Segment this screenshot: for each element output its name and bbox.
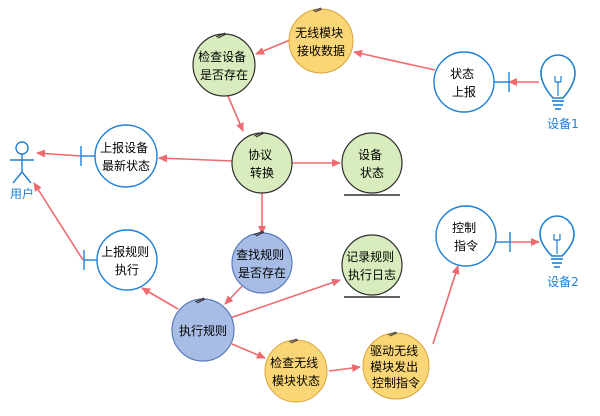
record-log-line2: 执行日志 — [348, 268, 396, 282]
report-latest-line2: 最新状态 — [102, 158, 150, 173]
wireless-receive-node: 无线模块 接收数据 — [288, 7, 354, 74]
device-state-node: 设备 状态 — [341, 132, 403, 196]
control-cmd-line1: 控制 — [452, 221, 476, 235]
svg-text:设备 状态: 设备 状态 — [358, 148, 386, 180]
arrow-report-to-user — [36, 149, 82, 158]
user-label: 用户 — [10, 186, 34, 201]
find-rule-node: 查找规则 是否存在 — [231, 230, 293, 294]
status-report-boundary: 状态 上报 — [433, 51, 510, 113]
svg-text:协议 转换: 协议 转换 — [248, 147, 276, 180]
svg-text:上报设备 最新状态: 上报设备 最新状态 — [100, 140, 152, 173]
arrow-execute-to-checkwireless — [231, 343, 266, 359]
svg-text:查找规则 是否存在: 查找规则 是否存在 — [236, 247, 288, 280]
record-log-line1: 记录规则 — [346, 249, 394, 264]
find-rule-line1: 查找规则 — [236, 247, 284, 262]
arrow-wireless-to-check — [255, 39, 291, 55]
protocol-convert-line2: 转换 — [250, 165, 274, 180]
execute-rule-node: 执行规则 — [171, 297, 235, 362]
report-latest-line1: 上报设备 — [100, 140, 148, 155]
arrow-reportrule-to-user — [33, 182, 84, 261]
protocol-convert-node: 协议 转换 — [231, 131, 293, 194]
device2-actor: 设备2 — [539, 215, 579, 289]
drive-wireless-node: 驱动无线 模块发出 控制指令 — [362, 331, 430, 400]
check-wireless-line1: 检查无线 — [270, 355, 318, 370]
wireless-receive-line2: 接收数据 — [297, 43, 345, 58]
stick-figure-icon — [10, 141, 34, 184]
report-rule-boundary: 上报规则 执行 — [83, 229, 158, 291]
svg-text:驱动无线 模块发出 控制指令: 驱动无线 模块发出 控制指令 — [370, 344, 422, 390]
check-device-node: 检查设备 是否存在 — [192, 32, 256, 97]
lightbulb-icon — [540, 54, 576, 110]
protocol-convert-line1: 协议 — [248, 147, 272, 162]
device1-actor: 设备1 — [540, 54, 579, 131]
lightbulb-icon — [539, 215, 575, 268]
control-cmd-line2: 指令 — [454, 238, 478, 253]
device-state-line2: 状态 — [360, 166, 384, 180]
arrow-execute-to-log — [229, 278, 341, 319]
arrow-status-to-wireless — [353, 49, 436, 71]
arrow-check-to-protocol — [227, 95, 244, 132]
arrow-execute-to-reportrule — [141, 287, 179, 310]
drive-wireless-line1: 驱动无线 — [370, 344, 418, 358]
svg-text:检查设备 是否存在: 检查设备 是否存在 — [198, 49, 250, 82]
report-rule-line2: 执行 — [115, 263, 139, 277]
drive-wireless-line3: 控制指令 — [372, 375, 420, 390]
user-actor: 用户 — [10, 141, 34, 201]
find-rule-line2: 是否存在 — [238, 266, 286, 280]
arrow-checkwireless-to-drive — [328, 364, 361, 372]
report-latest-boundary: 上报设备 最新状态 — [80, 124, 158, 188]
control-cmd-boundary: 控制 指令 — [435, 205, 511, 267]
connectors — [33, 39, 540, 372]
arrow-protocol-to-report — [158, 154, 234, 163]
svg-text:无线模块 接收数据: 无线模块 接收数据 — [295, 26, 347, 58]
check-wireless-node: 检查无线 模块状态 — [264, 338, 328, 403]
record-log-node: 记录规则 执行日志 — [341, 234, 403, 298]
status-report-line1: 状态 — [450, 67, 474, 81]
status-report-line2: 上报 — [452, 84, 476, 99]
svg-text:记录规则 执行日志: 记录规则 执行日志 — [346, 249, 398, 282]
wireless-receive-line1: 无线模块 — [295, 26, 343, 40]
check-device-line2: 是否存在 — [200, 68, 248, 82]
svg-text:执行规则: 执行规则 — [179, 323, 227, 338]
execute-rule-line1: 执行规则 — [179, 323, 227, 338]
device-state-line1: 设备 — [358, 148, 382, 162]
check-wireless-line2: 模块状态 — [272, 374, 320, 388]
report-rule-line1: 上报规则 — [101, 244, 149, 259]
arrow-drive-to-control — [432, 265, 460, 345]
svg-text:检查无线 模块状态: 检查无线 模块状态 — [270, 355, 322, 388]
svg-text:上报规则 执行: 上报规则 执行 — [101, 244, 153, 277]
svg-text:控制 指令: 控制 指令 — [452, 221, 480, 253]
svg-text:状态 上报: 状态 上报 — [450, 67, 478, 99]
drive-wireless-line2: 模块发出 — [370, 359, 418, 374]
device2-label: 设备2 — [547, 275, 579, 289]
check-device-line1: 检查设备 — [198, 49, 246, 64]
device1-label: 设备1 — [547, 117, 579, 131]
